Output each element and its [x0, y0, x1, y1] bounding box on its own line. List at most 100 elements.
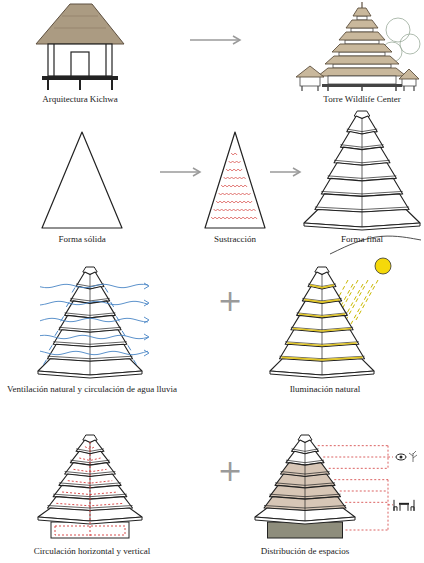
- plus-sign: +: [215, 456, 245, 486]
- pyramid-tier: [291, 315, 353, 332]
- light-slot: [293, 329, 351, 332]
- table-icon: [399, 503, 409, 505]
- tier-corner: [90, 488, 91, 499]
- tier-corner: [322, 318, 323, 332]
- tier-corner: [305, 488, 306, 499]
- figure-panel: Iluminación natural: [250, 250, 400, 397]
- wind-arrowhead: [144, 350, 149, 356]
- tower-level: [339, 52, 385, 56]
- rainwater-mark: [43, 360, 46, 365]
- wildlife-tower: [296, 2, 420, 91]
- tier-corner: [305, 477, 306, 488]
- subtraction-line: [214, 209, 256, 211]
- tier-corner: [362, 165, 363, 181]
- eye-icon: [396, 454, 406, 460]
- caption: Circulación horizontal y vertical: [2, 546, 182, 557]
- chair-icon: [394, 500, 397, 511]
- tower-roof: [346, 20, 378, 28]
- side-hut-stilt: [403, 86, 404, 91]
- form-studies: [42, 111, 420, 230]
- rainwater-mark: [116, 316, 119, 321]
- figure-area: [2, 250, 182, 384]
- eave-corner: [362, 212, 363, 227]
- sun-ray: [356, 280, 378, 320]
- thatch-line: [54, 28, 106, 29]
- tier-corner: [362, 134, 363, 150]
- subtraction-line: [216, 201, 252, 203]
- caption: Torre Wildlife Center: [302, 94, 422, 105]
- eye-pupil: [400, 456, 403, 459]
- figure-area: [300, 108, 422, 234]
- table-leg: [408, 505, 409, 511]
- side-hut-wall: [300, 76, 320, 86]
- hut-post: [53, 44, 54, 76]
- subtraction-line: [211, 217, 257, 219]
- figure-area: [30, 0, 190, 94]
- figure-area: [200, 108, 270, 234]
- wind-line: [40, 318, 148, 322]
- hut-stilt: [47, 80, 49, 90]
- pyramid-tier: [308, 272, 336, 289]
- tier-corner: [90, 499, 91, 510]
- plus-sign: +: [215, 286, 245, 316]
- subtraction-line: [219, 193, 251, 195]
- thatch-line: [62, 16, 98, 17]
- leader-line: [388, 504, 393, 505]
- wind-line: [40, 301, 148, 305]
- figure-panel: Distribución de espacios: [240, 430, 370, 559]
- vertical-circulation: [90, 442, 91, 536]
- caption: Distribución de espacios: [240, 546, 370, 557]
- kichwa-hut: [36, 4, 124, 90]
- rainwater-mark: [134, 360, 137, 365]
- figure-area: [40, 108, 160, 234]
- eave-corner: [305, 511, 306, 522]
- side-hut-roof: [399, 69, 419, 79]
- light-slot: [304, 300, 339, 303]
- tier-corner: [305, 465, 306, 476]
- sun-ray: [346, 280, 368, 320]
- tier-corner: [90, 289, 91, 303]
- tier-corner: [322, 347, 323, 361]
- pyramid-tier: [334, 147, 390, 165]
- pyramid-tier: [285, 330, 359, 347]
- tier-corner: [362, 150, 363, 166]
- light-slot: [310, 285, 334, 288]
- tier-corner: [305, 443, 306, 454]
- leader-line: [329, 468, 388, 469]
- tree-outline: [386, 18, 410, 42]
- leader-line: [388, 457, 393, 458]
- side-hut-stilt: [301, 86, 302, 91]
- tower-roof: [332, 44, 392, 52]
- tower-roof: [353, 8, 371, 16]
- flow-arrow: [270, 171, 300, 173]
- pyramid-tier: [47, 344, 132, 361]
- eave-corner: [90, 361, 91, 375]
- rainwater-mark: [72, 287, 75, 292]
- leader-line: [346, 530, 389, 531]
- plant-leaf: [409, 453, 413, 456]
- ventilation-study: [38, 267, 149, 378]
- side-hut-stilt: [317, 86, 318, 91]
- leader-line: [345, 502, 388, 503]
- side-hut-roof: [296, 66, 324, 77]
- wind-arrowhead: [144, 300, 149, 306]
- tier-corner: [362, 119, 363, 135]
- wind-line: [40, 335, 148, 338]
- tier-corner: [362, 196, 363, 212]
- light-slot: [287, 343, 357, 346]
- rainwater-mark: [111, 302, 114, 307]
- figure-area: [250, 250, 400, 384]
- tier-corner: [90, 443, 91, 454]
- tier-corner: [362, 181, 363, 197]
- flow-arrow: [190, 39, 240, 41]
- hut-post: [105, 44, 106, 76]
- tier-corner: [305, 454, 306, 465]
- pyramid-tier: [328, 163, 397, 181]
- subtraction-line: [224, 177, 246, 179]
- tower-level: [345, 40, 379, 44]
- tower-platform: [322, 84, 402, 87]
- figure-panel: Torre Wildlife Center: [240, 0, 422, 107]
- caption: Ventilación natural y circulación de agu…: [2, 384, 182, 395]
